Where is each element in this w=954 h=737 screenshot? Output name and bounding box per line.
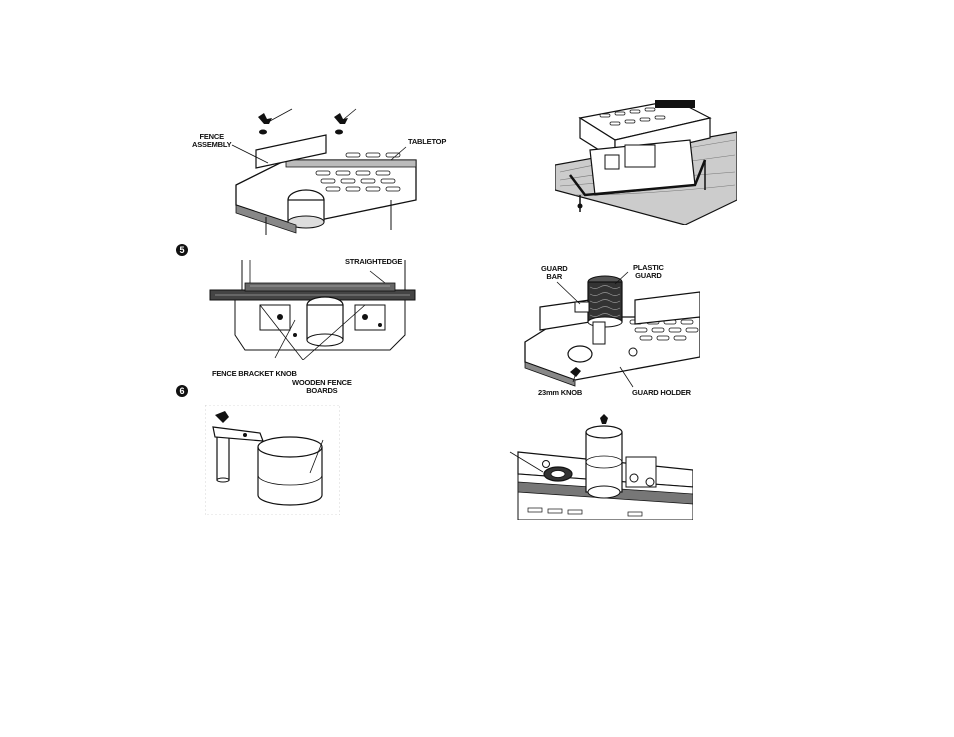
step-number-5: 5 — [176, 244, 188, 256]
guard-bar-illustration — [205, 405, 340, 515]
step-number-6: 6 — [176, 385, 188, 397]
figure-guard-bar — [205, 405, 340, 515]
label-tabletop: TABLETOP — [408, 138, 446, 146]
figure-fence-assembly: FENCE ASSEMBLY TABLETOP — [226, 105, 426, 235]
label-guard-bar: GUARD BAR — [541, 265, 568, 281]
figure-insert-ring — [508, 412, 693, 520]
label-fence-assembly: FENCE ASSEMBLY — [192, 133, 231, 149]
label-fence-bracket-knob: FENCE BRACKET KNOB — [212, 370, 297, 378]
plastic-guard-illustration — [515, 262, 700, 392]
label-plastic-guard: PLASTIC GUARD — [633, 264, 664, 280]
label-guard-holder: GUARD HOLDER — [632, 389, 691, 397]
figure-table-on-workbench — [555, 100, 737, 225]
label-wooden-fence-boards: WOODEN FENCE BOARDS — [292, 379, 352, 395]
straightedge-illustration — [205, 255, 420, 360]
figure-straightedge: STRAIGHTEDGE — [205, 255, 420, 360]
table-on-workbench-illustration — [555, 100, 737, 225]
label-23mm-knob: 23mm KNOB — [538, 389, 582, 397]
figure-plastic-guard: GUARD BAR PLASTIC GUARD — [515, 262, 700, 392]
fence-assembly-illustration — [226, 105, 426, 235]
label-straightedge: STRAIGHTEDGE — [345, 258, 402, 266]
insert-ring-illustration — [508, 412, 693, 520]
